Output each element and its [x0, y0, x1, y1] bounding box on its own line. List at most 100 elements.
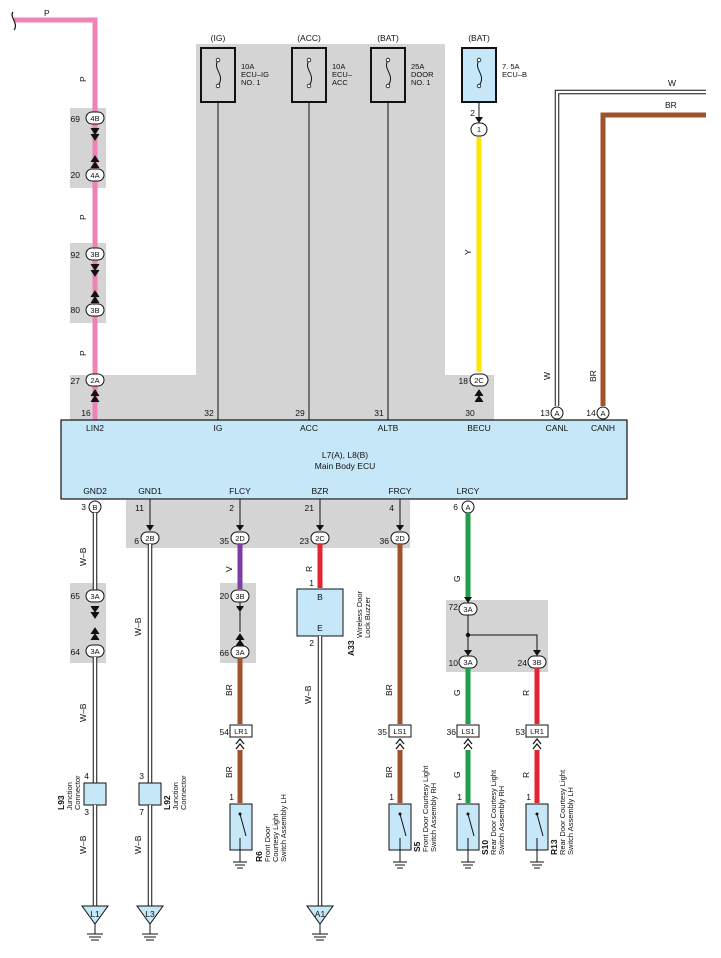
- svg-text:36: 36: [380, 536, 390, 546]
- svg-text:G: G: [452, 689, 462, 696]
- svg-text:3B: 3B: [90, 250, 99, 259]
- svg-text:R6: R6: [254, 851, 264, 862]
- svg-text:Rear Door Courtesy Light: Rear Door Courtesy Light: [558, 769, 567, 855]
- svg-text:BR: BR: [665, 100, 677, 110]
- wire-pink-lin2: P P P P: [11, 8, 98, 420]
- svg-text:29: 29: [295, 408, 305, 418]
- svg-text:66: 66: [220, 648, 230, 658]
- svg-text:Junction: Junction: [65, 782, 74, 810]
- svg-text:FRCY: FRCY: [388, 486, 411, 496]
- svg-text:(ACC): (ACC): [297, 33, 321, 43]
- svg-text:1: 1: [526, 792, 531, 802]
- svg-text:92: 92: [71, 250, 81, 260]
- svg-text:ECU–IG: ECU–IG: [241, 70, 269, 79]
- svg-text:30: 30: [465, 408, 475, 418]
- svg-text:3A: 3A: [463, 605, 472, 614]
- svg-text:Connector: Connector: [179, 775, 188, 810]
- svg-text:(BAT): (BAT): [377, 33, 399, 43]
- connector-4a-20: 20 4A: [71, 155, 105, 182]
- svg-text:R: R: [304, 566, 314, 572]
- svg-text:(BAT): (BAT): [468, 33, 490, 43]
- svg-text:Lock Buzzer: Lock Buzzer: [363, 596, 372, 638]
- bzr-circuit: 21 23 2C R: [300, 499, 330, 588]
- svg-text:P: P: [78, 76, 88, 82]
- svg-text:BR: BR: [588, 370, 598, 382]
- svg-text:S5: S5: [412, 841, 422, 852]
- svg-text:Rear Door Courtesy Light: Rear Door Courtesy Light: [489, 769, 498, 855]
- gnd2-circuit: 3 B W–B 65 3A 64 3A W–B: [71, 500, 105, 783]
- ecu-title: L7(A), L8(B): [322, 450, 368, 460]
- svg-text:A: A: [465, 503, 470, 512]
- wire-brown-canh: BR BR: [588, 100, 706, 406]
- switch-r6: 1 R6 Front Door Courtesy Light Switch As…: [229, 792, 288, 869]
- svg-text:Switch Assembly LH: Switch Assembly LH: [279, 794, 288, 862]
- svg-text:69: 69: [71, 114, 81, 124]
- svg-text:R13: R13: [549, 839, 559, 855]
- svg-text:W–B: W–B: [78, 835, 88, 854]
- svg-text:LRCY: LRCY: [457, 486, 480, 496]
- switch-r13: 1 R13 Rear Door Courtesy Light Switch As…: [525, 769, 575, 869]
- svg-text:ACC: ACC: [332, 78, 348, 87]
- svg-text:2: 2: [470, 108, 475, 118]
- main-body-ecu: L7(A), L8(B) Main Body ECU 16 LIN2 32 IG…: [60, 406, 628, 500]
- svg-text:E: E: [317, 623, 323, 633]
- svg-text:L3: L3: [145, 909, 155, 919]
- svg-text:L92: L92: [162, 795, 172, 810]
- svg-text:13: 13: [540, 408, 550, 418]
- svg-text:A: A: [600, 409, 605, 418]
- svg-text:27: 27: [71, 376, 81, 386]
- svg-text:GND1: GND1: [138, 486, 162, 496]
- svg-text:Junction: Junction: [171, 782, 180, 810]
- svg-text:A1: A1: [315, 909, 326, 919]
- svg-text:NO. 1: NO. 1: [411, 78, 431, 87]
- frcy-circuit: 4 36 2D BR 35 LS1 BR: [378, 499, 412, 803]
- svg-text:BR: BR: [384, 684, 394, 696]
- svg-text:W–B: W–B: [133, 835, 143, 854]
- svg-text:10A: 10A: [241, 62, 254, 71]
- svg-text:NO. 1: NO. 1: [241, 78, 261, 87]
- ecu-subtitle: Main Body ECU: [315, 461, 375, 471]
- svg-text:DOOR: DOOR: [411, 70, 434, 79]
- junction-l93: 4 3 L93 Junction Connector W–B: [56, 771, 107, 906]
- svg-text:V: V: [224, 566, 234, 572]
- svg-text:1: 1: [309, 578, 314, 588]
- svg-text:S10: S10: [480, 840, 490, 855]
- svg-text:10A: 10A: [332, 62, 345, 71]
- svg-text:G: G: [452, 575, 462, 582]
- svg-text:6: 6: [134, 536, 139, 546]
- svg-text:2A: 2A: [90, 376, 99, 385]
- svg-text:10: 10: [449, 658, 459, 668]
- svg-text:54: 54: [220, 727, 230, 737]
- svg-text:W: W: [668, 78, 676, 88]
- svg-text:P: P: [44, 8, 50, 18]
- svg-text:20: 20: [71, 170, 81, 180]
- svg-text:2B: 2B: [145, 534, 154, 543]
- svg-text:4B: 4B: [90, 114, 99, 123]
- svg-text:4: 4: [84, 771, 89, 781]
- svg-text:CANL: CANL: [546, 423, 569, 433]
- svg-text:B: B: [317, 592, 323, 602]
- svg-text:Wireless Door: Wireless Door: [355, 590, 364, 638]
- svg-text:A33: A33: [346, 640, 356, 656]
- svg-text:L93: L93: [56, 795, 66, 810]
- wire-yellow-becu: Y: [463, 102, 482, 372]
- svg-text:23: 23: [300, 536, 310, 546]
- switch-s10: 1 S10 Rear Door Courtesy Light Switch As…: [456, 769, 506, 869]
- svg-text:Switch Assembly LH: Switch Assembly LH: [566, 787, 575, 855]
- buzzer-a33: 1 B E 2 A33 Wireless Door Lock Buzzer W–…: [296, 578, 372, 906]
- svg-text:W–B: W–B: [78, 547, 88, 566]
- svg-text:2C: 2C: [315, 534, 325, 543]
- svg-text:BR: BR: [384, 766, 394, 778]
- switch-s5: 1 S5 Front Door Courtesy Light Switch As…: [388, 765, 438, 869]
- svg-text:LR1: LR1: [234, 727, 248, 736]
- wire-white-canl: W W: [542, 78, 706, 406]
- shade-upper: [70, 44, 494, 422]
- svg-text:(IG): (IG): [211, 33, 226, 43]
- svg-text:6: 6: [453, 502, 458, 512]
- becu-chain: 2 1 18 2C: [459, 108, 489, 403]
- svg-text:1: 1: [389, 792, 394, 802]
- svg-text:Front Door Courtesy Light: Front Door Courtesy Light: [421, 765, 430, 852]
- svg-text:P: P: [78, 214, 88, 220]
- svg-text:31: 31: [374, 408, 384, 418]
